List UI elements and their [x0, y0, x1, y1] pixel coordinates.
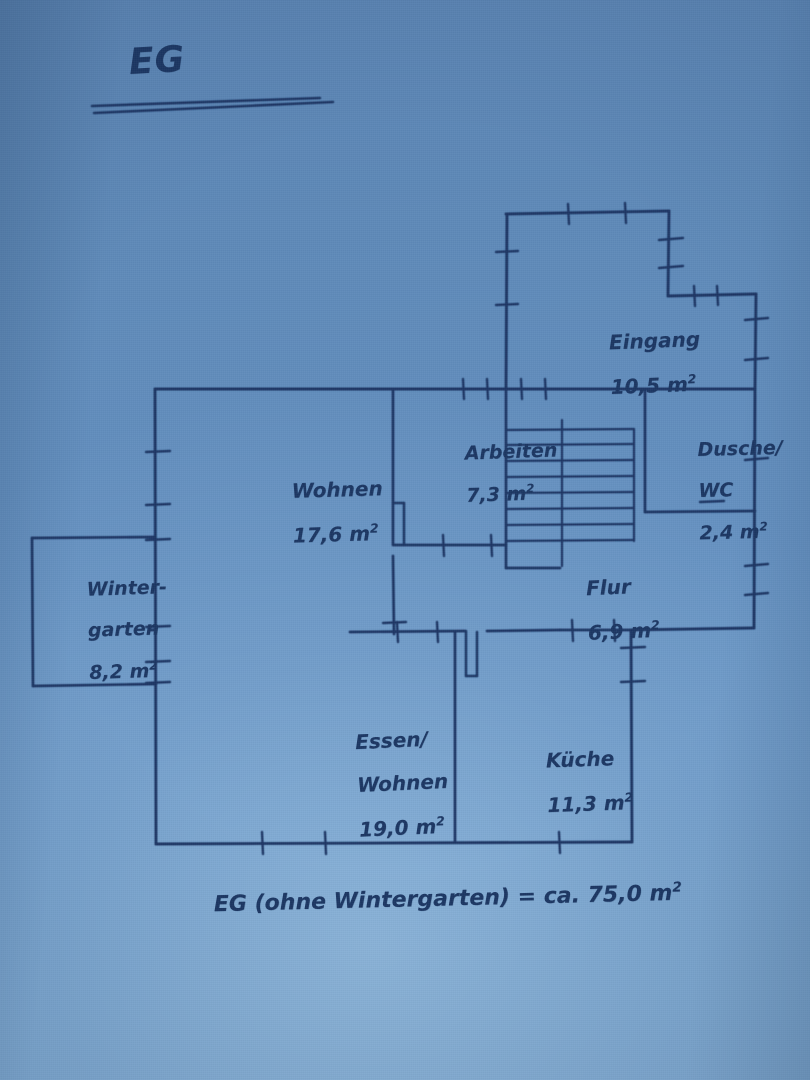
door-opening-essen-flur: [464, 629, 479, 678]
wall-wintergarten: [30, 535, 158, 688]
wall-entrance-block: [504, 209, 758, 391]
title-underline: [90, 96, 335, 115]
staircase: [504, 418, 636, 568]
door-opening-wohnen: [391, 501, 406, 547]
wall-interior: [148, 387, 757, 844]
wall-main-outline: [153, 387, 757, 846]
dimension-ticks: [144, 201, 770, 856]
